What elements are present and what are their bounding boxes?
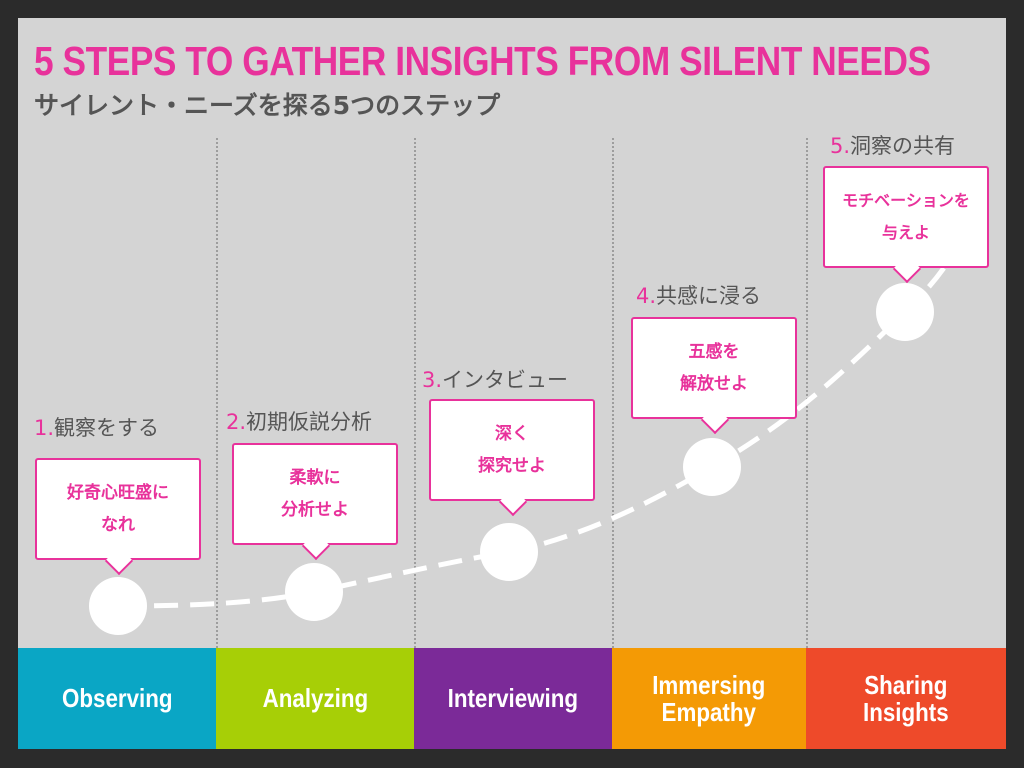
band-immersing-empathy-label: Immersing Empathy (652, 669, 766, 727)
step-1-bubble: 好奇心旺盛に なれ (35, 458, 201, 576)
step-2-dot (285, 563, 343, 621)
step-5-bubble-text: モチベーションを 与えよ (842, 191, 970, 242)
step-1-dot (89, 577, 147, 635)
column-divider (612, 138, 614, 648)
step-3-title: インタビュー (442, 368, 569, 392)
step-4-bubble-text: 五感を 解放せよ (680, 342, 748, 394)
band-analyzing: Analyzing (216, 648, 414, 749)
step-5-bubble: モチベーションを 与えよ (823, 166, 989, 284)
step-5-title: 洞察の共有 (850, 134, 956, 158)
step-4-number: 4. (636, 284, 657, 308)
step-3-bubble-text: 深く 探究せよ (478, 424, 546, 476)
step-4-title: 共感に浸る (656, 284, 762, 308)
band-observing-label: Observing (61, 683, 173, 713)
band-analyzing-label: Analyzing (262, 683, 368, 713)
step-2-bubble: 柔軟に 分析せよ (232, 443, 398, 561)
step-5-dot (876, 283, 934, 341)
step-2-number: 2. (226, 410, 247, 434)
step-3-bubble: 深く 探究せよ (429, 399, 595, 517)
band-sharing-insights-label: Sharing Insights (863, 669, 949, 727)
slide-subtitle: サイレント・ニーズを探る5つのステップ (34, 91, 501, 120)
step-2-label: 2.初期仮説分析 (226, 406, 372, 436)
step-4-dot (683, 438, 741, 496)
band-interviewing: Interviewing (414, 648, 612, 749)
column-divider (806, 138, 808, 648)
column-divider (216, 138, 218, 648)
step-3-number: 3. (422, 368, 443, 392)
band-observing: Observing (18, 648, 216, 749)
step-3-label: 3.インタビュー (422, 364, 568, 394)
step-5-number: 5. (830, 134, 851, 158)
column-divider (414, 138, 416, 648)
step-2-title: 初期仮説分析 (246, 410, 373, 434)
step-3-dot (480, 523, 538, 581)
slide: 5 STEPS TO GATHER INSIGHTS FROM SILENT N… (18, 18, 1006, 749)
step-1-number: 1. (34, 416, 55, 440)
step-2-bubble-text: 柔軟に 分析せよ (281, 468, 349, 520)
band-immersing-empathy: Immersing Empathy (612, 648, 806, 749)
step-1-title: 観察をする (54, 416, 160, 440)
step-4-label: 4.共感に浸る (636, 280, 761, 310)
step-5-label: 5.洞察の共有 (830, 130, 955, 160)
band-interviewing-label: Interviewing (447, 683, 579, 713)
band-sharing-insights: Sharing Insights (806, 648, 1006, 749)
step-4-bubble: 五感を 解放せよ (631, 317, 797, 435)
step-1-bubble-text: 好奇心旺盛に なれ (67, 483, 169, 535)
slide-title: 5 STEPS TO GATHER INSIGHTS FROM SILENT N… (34, 38, 931, 84)
step-1-label: 1.観察をする (34, 412, 159, 442)
